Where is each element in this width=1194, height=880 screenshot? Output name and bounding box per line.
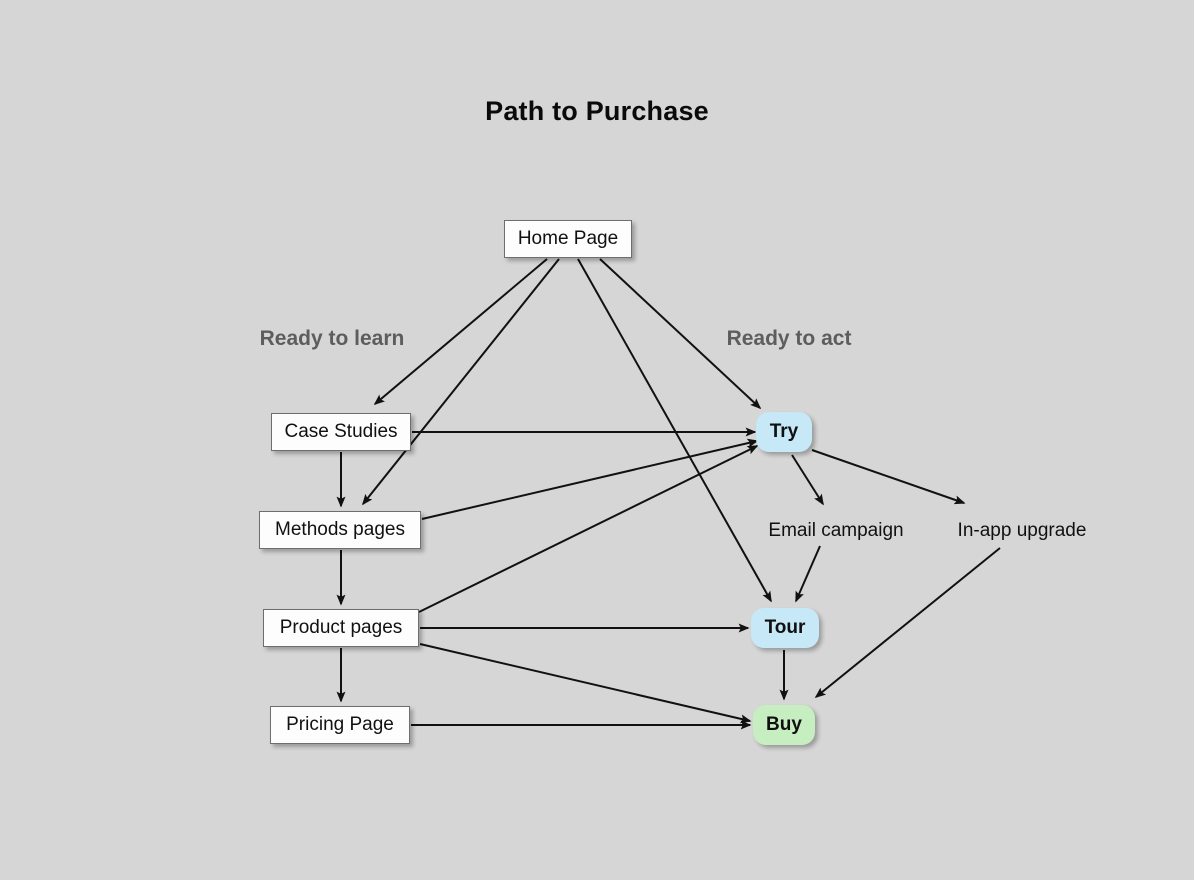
edge-in-app-upgrade-to-buy — [814, 547, 1001, 699]
edge-email-campaign-to-tour — [795, 545, 821, 603]
node-label-product-pages: Product pages — [279, 617, 403, 638]
region-label-ready-to-act: Ready to act — [726, 327, 852, 350]
node-label-email-campaign: Email campaign — [768, 520, 904, 541]
node-product-pages[interactable]: Product pages — [263, 609, 419, 647]
node-try[interactable]: Try — [756, 412, 812, 452]
node-email-campaign[interactable]: Email campaign — [768, 517, 903, 545]
node-label-case-studies: Case Studies — [284, 421, 398, 442]
edge-try-to-email-campaign — [791, 454, 824, 506]
edge-home-page-to-methods-pages — [362, 258, 560, 506]
edge-methods-pages-to-try — [421, 438, 759, 520]
page-title: Path to Purchase — [485, 96, 709, 126]
edges — [336, 258, 1001, 730]
node-label-pricing-page: Pricing Page — [286, 714, 394, 735]
edge-product-pages-to-buy — [419, 643, 752, 724]
node-buy[interactable]: Buy — [753, 705, 815, 745]
node-label-methods-pages: Methods pages — [275, 519, 405, 540]
node-label-tour: Tour — [764, 617, 806, 638]
node-label-buy: Buy — [766, 714, 802, 735]
node-pricing-page[interactable]: Pricing Page — [270, 706, 410, 744]
node-label-try: Try — [769, 421, 799, 442]
node-in-app-upgrade[interactable]: In-app upgrade — [958, 517, 1087, 545]
edge-home-page-to-tour — [577, 258, 772, 603]
edge-product-pages-to-try — [418, 445, 759, 613]
node-home-page[interactable]: Home Page — [504, 220, 632, 258]
node-label-in-app-upgrade: In-app upgrade — [957, 520, 1087, 541]
region-label-ready-to-learn: Ready to learn — [259, 327, 405, 350]
node-tour[interactable]: Tour — [751, 608, 819, 648]
node-label-home-page: Home Page — [517, 228, 619, 249]
node-methods-pages[interactable]: Methods pages — [259, 511, 421, 549]
edge-try-to-in-app-upgrade — [811, 449, 966, 505]
node-case-studies[interactable]: Case Studies — [271, 413, 411, 451]
